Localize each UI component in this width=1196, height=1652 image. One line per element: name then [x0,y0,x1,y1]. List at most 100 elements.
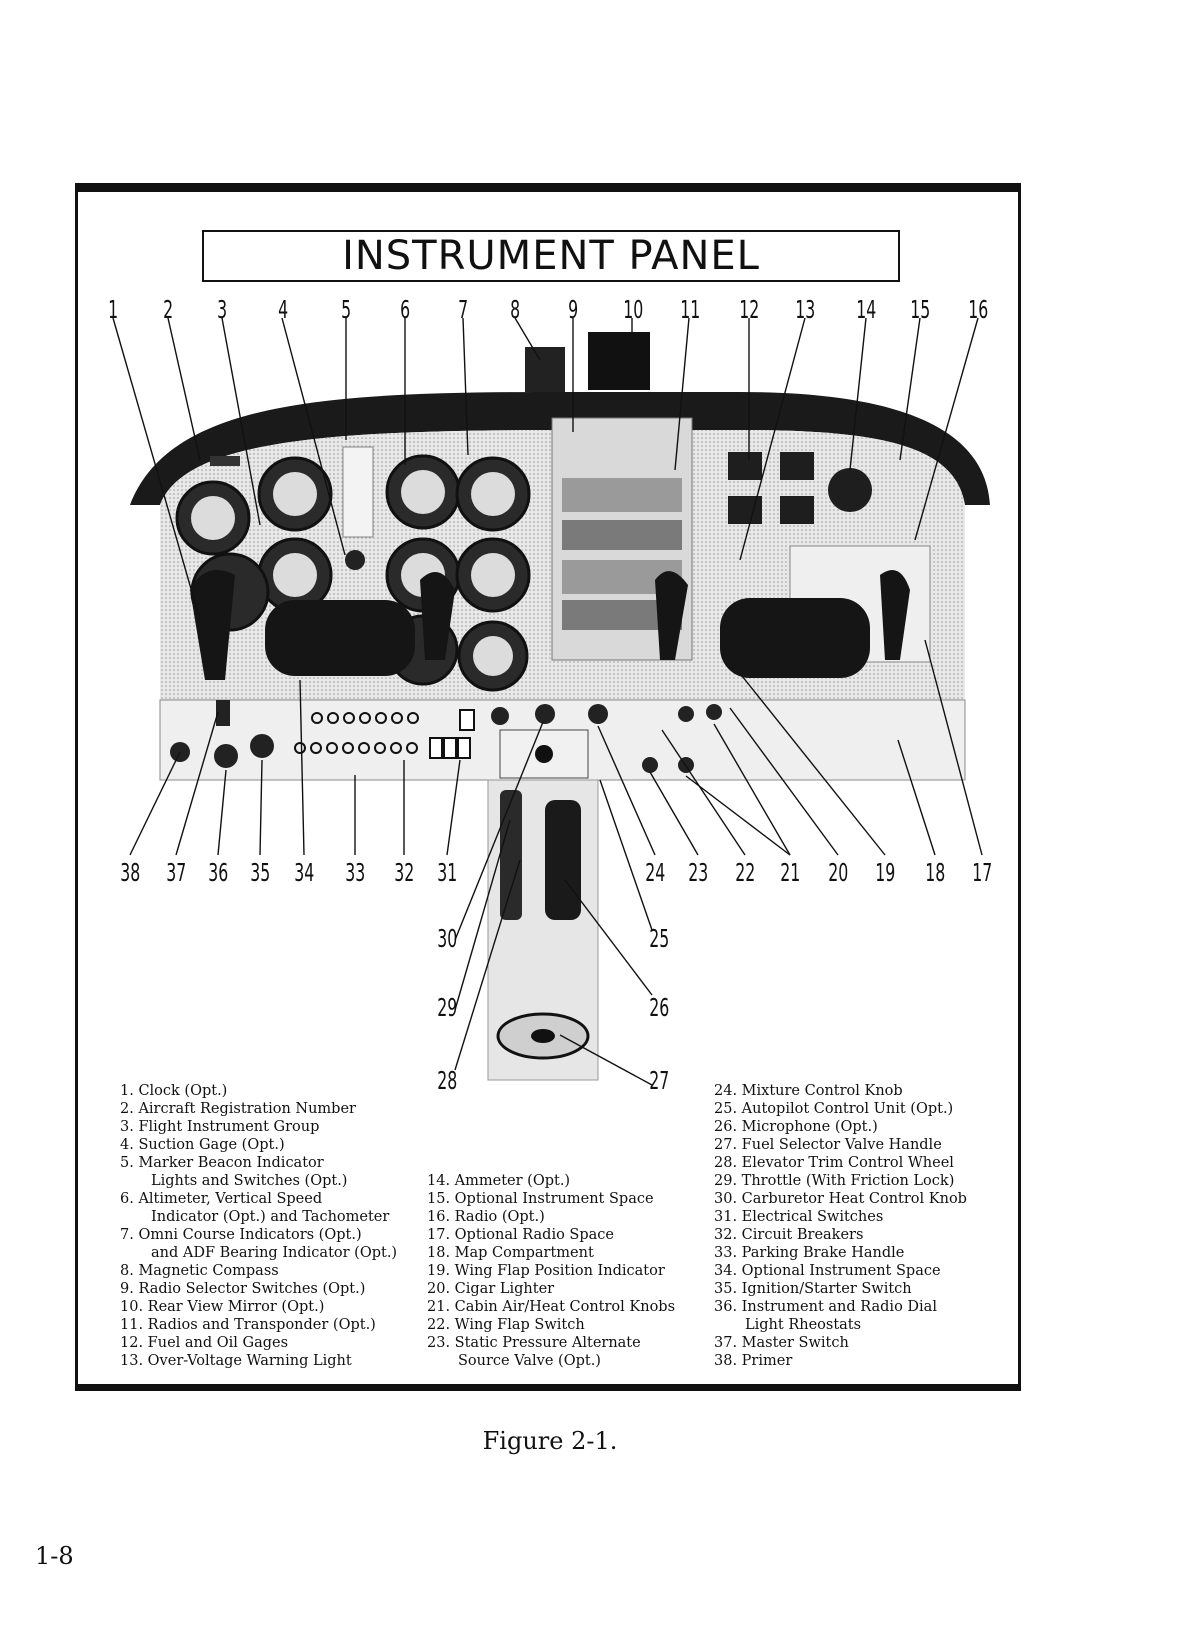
figure-frame [75,183,1021,1391]
legend-item: 12. Fuel and Oil Gages [120,1335,289,1351]
callout-24: 24 [645,858,666,887]
callout-38: 38 [120,858,141,887]
legend-item: 6. Altimeter, Vertical Speed [120,1191,323,1207]
microphone [545,800,581,920]
legend-item: 34. Optional Instrument Space [714,1263,941,1279]
legend-column-2: 14. Ammeter (Opt.) 15. Optional Instrume… [427,1172,675,1370]
rear-view-mirror [588,332,650,390]
callout-9: 9 [568,295,579,324]
callout-5: 5 [341,295,352,324]
legend-item: 27. Fuel Selector Valve Handle [714,1137,942,1153]
callout-leader-lines [112,317,983,1086]
legend-item: 29. Throttle (With Friction Lock) [714,1173,955,1189]
legend-item: 28. Elevator Trim Control Wheel [714,1155,954,1171]
legend-item: 14. Ammeter (Opt.) [427,1173,571,1189]
callout-4: 4 [278,295,289,324]
callout-17: 17 [972,858,993,887]
legend-item: 16. Radio (Opt.) [427,1209,545,1225]
legend-item: 5. Marker Beacon Indicator [120,1155,324,1171]
callout-34: 34 [294,858,315,887]
legend-column-1: 1. Clock (Opt.) 2. Aircraft Registration… [120,1082,397,1370]
legend-item: 31. Electrical Switches [714,1209,884,1225]
callout-13: 13 [795,295,816,324]
callout-28: 28 [437,1066,458,1095]
callout-37: 37 [166,858,187,887]
legend-item: 33. Parking Brake Handle [714,1245,905,1261]
legend-item: 10. Rear View Mirror (Opt.) [120,1299,325,1315]
circuit-breakers [294,712,419,754]
pilot-control-wheel [190,570,455,680]
legend-item: 18. Map Compartment [427,1245,594,1261]
callout-25: 25 [649,924,670,953]
legend-item: 19. Wing Flap Position Indicator [427,1263,665,1279]
legend-item: 36. Instrument and Radio Dial [714,1299,937,1315]
legend-item: 22. Wing Flap Switch [427,1317,585,1333]
legend-item: 15. Optional Instrument Space [427,1191,654,1207]
callout-16: 16 [968,295,989,324]
callout-14: 14 [856,295,877,324]
legend-column-3: 24. Mixture Control Knob 25. Autopilot C… [714,1082,967,1370]
callout-29: 29 [437,993,458,1022]
legend-item: 32. Circuit Breakers [714,1227,864,1243]
copilot-control-wheel [655,570,910,678]
callout-31: 31 [437,858,458,887]
magnetic-compass [525,347,565,392]
marker-beacon-panel [342,446,374,538]
legend-item: 1. Clock (Opt.) [120,1083,228,1099]
legend-item-continued: Source Valve (Opt.) [458,1353,601,1369]
callout-32: 32 [394,858,415,887]
electrical-switches [429,709,475,759]
throttle [500,790,522,920]
legend-item: 37. Master Switch [714,1335,849,1351]
callout-15: 15 [910,295,931,324]
ammeter [828,468,872,512]
figure-caption: Figure 2-1. [482,1427,618,1455]
legend-item: 30. Carburetor Heat Control Knob [714,1191,967,1207]
callout-10: 10 [623,295,644,324]
legend-item-continued: Indicator (Opt.) and Tachometer [151,1209,390,1225]
callout-33: 33 [345,858,366,887]
callout-2: 2 [163,295,174,324]
callout-3: 3 [217,295,228,324]
callout-7: 7 [458,295,469,324]
callout-18: 18 [925,858,946,887]
legend-item-continued: Light Rheostats [745,1317,862,1333]
callout-20: 20 [828,858,849,887]
callout-27: 27 [649,1066,670,1095]
legend-item: 20. Cigar Lighter [427,1281,555,1297]
legend-item: 17. Optional Radio Space [427,1227,614,1243]
callout-35: 35 [250,858,271,887]
legend-item: 23. Static Pressure Alternate [427,1335,641,1351]
suction-gage [345,550,365,570]
legend-item: 2. Aircraft Registration Number [120,1101,356,1117]
callout-22: 22 [735,858,756,887]
callout-36: 36 [208,858,229,887]
glareshield [130,392,990,505]
legend-item: 25. Autopilot Control Unit (Opt.) [714,1101,954,1117]
callout-23: 23 [688,858,709,887]
page-number: 1-8 [35,1542,74,1570]
legend-item: 26. Microphone (Opt.) [714,1119,878,1135]
legend-item: 11. Radios and Transponder (Opt.) [120,1317,376,1333]
callout-6: 6 [400,295,411,324]
callout-8: 8 [510,295,521,324]
callout-19: 19 [875,858,896,887]
callout-11: 11 [680,295,701,324]
callout-1: 1 [108,295,119,324]
legend-item: 3. Flight Instrument Group [120,1119,320,1135]
figure-title: INSTRUMENT PANEL [342,233,760,279]
legend-item-continued: and ADF Bearing Indicator (Opt.) [151,1245,398,1261]
legend-item: 7. Omni Course Indicators (Opt.) [120,1227,362,1243]
callout-30: 30 [437,924,458,953]
legend-item-continued: Lights and Switches (Opt.) [151,1173,348,1189]
fuel-and-oil-gages [728,452,814,524]
legend-item: 35. Ignition/Starter Switch [714,1281,912,1297]
legend-item: 9. Radio Selector Switches (Opt.) [120,1281,366,1297]
legend-item: 4. Suction Gage (Opt.) [120,1137,285,1153]
callout-21: 21 [780,858,801,887]
callout-26: 26 [649,993,670,1022]
legend-item: 21. Cabin Air/Heat Control Knobs [427,1299,676,1315]
figure-title-box: INSTRUMENT PANEL [202,230,900,282]
registration-number-plate [210,456,240,466]
